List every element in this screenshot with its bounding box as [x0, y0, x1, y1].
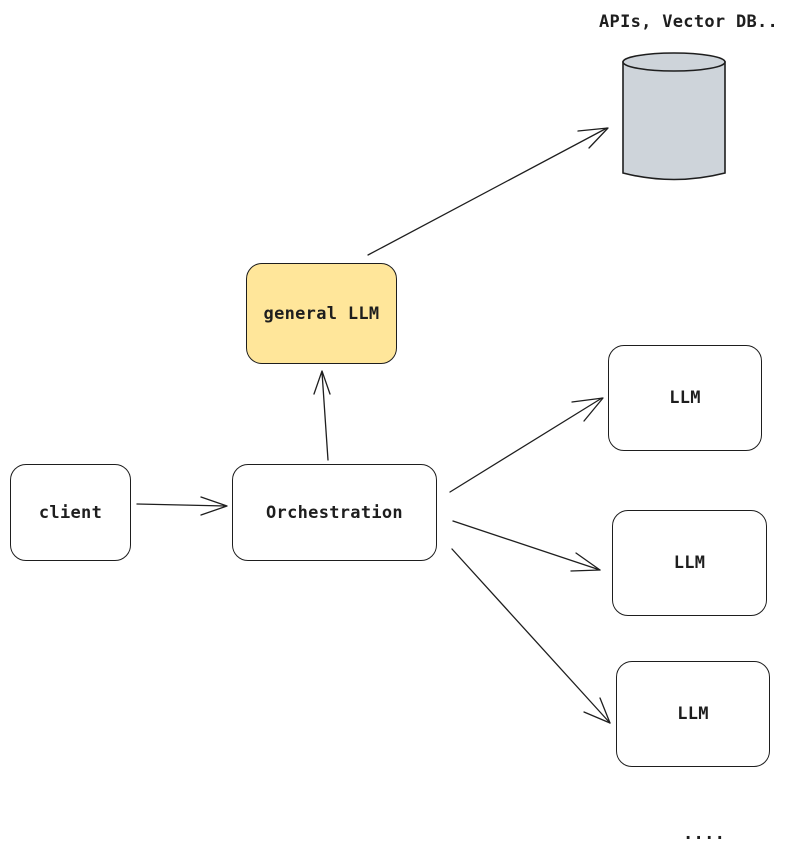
llm-1-label: LLM: [669, 388, 701, 408]
general-llm-label: general LLM: [263, 303, 380, 324]
edge-client-to-orchestration: [136, 496, 228, 516]
client-node[interactable]: client: [10, 464, 131, 561]
edge-orchestration-to-llm-3: [451, 548, 611, 724]
database-icon: [622, 52, 726, 181]
general-llm-node[interactable]: general LLM: [246, 263, 397, 364]
orchestration-node[interactable]: Orchestration: [232, 464, 437, 561]
llm-node-1[interactable]: LLM: [608, 345, 762, 451]
orchestration-label: Orchestration: [266, 502, 403, 523]
edge-orchestration-to-llm-1: [449, 397, 604, 493]
client-label: client: [38, 502, 103, 523]
edge-orchestration-to-llm-2: [452, 520, 601, 572]
ellipsis-label: ....: [683, 824, 726, 844]
edge-orchestration-to-general-llm: [313, 370, 331, 461]
datastore-label: APIs, Vector DB..: [599, 12, 779, 32]
llm-3-label: LLM: [677, 704, 709, 724]
edge-general-llm-to-database: [367, 127, 609, 256]
llm-2-label: LLM: [673, 553, 706, 573]
llm-node-3[interactable]: LLM: [616, 661, 770, 767]
llm-node-2[interactable]: LLM: [612, 510, 767, 616]
